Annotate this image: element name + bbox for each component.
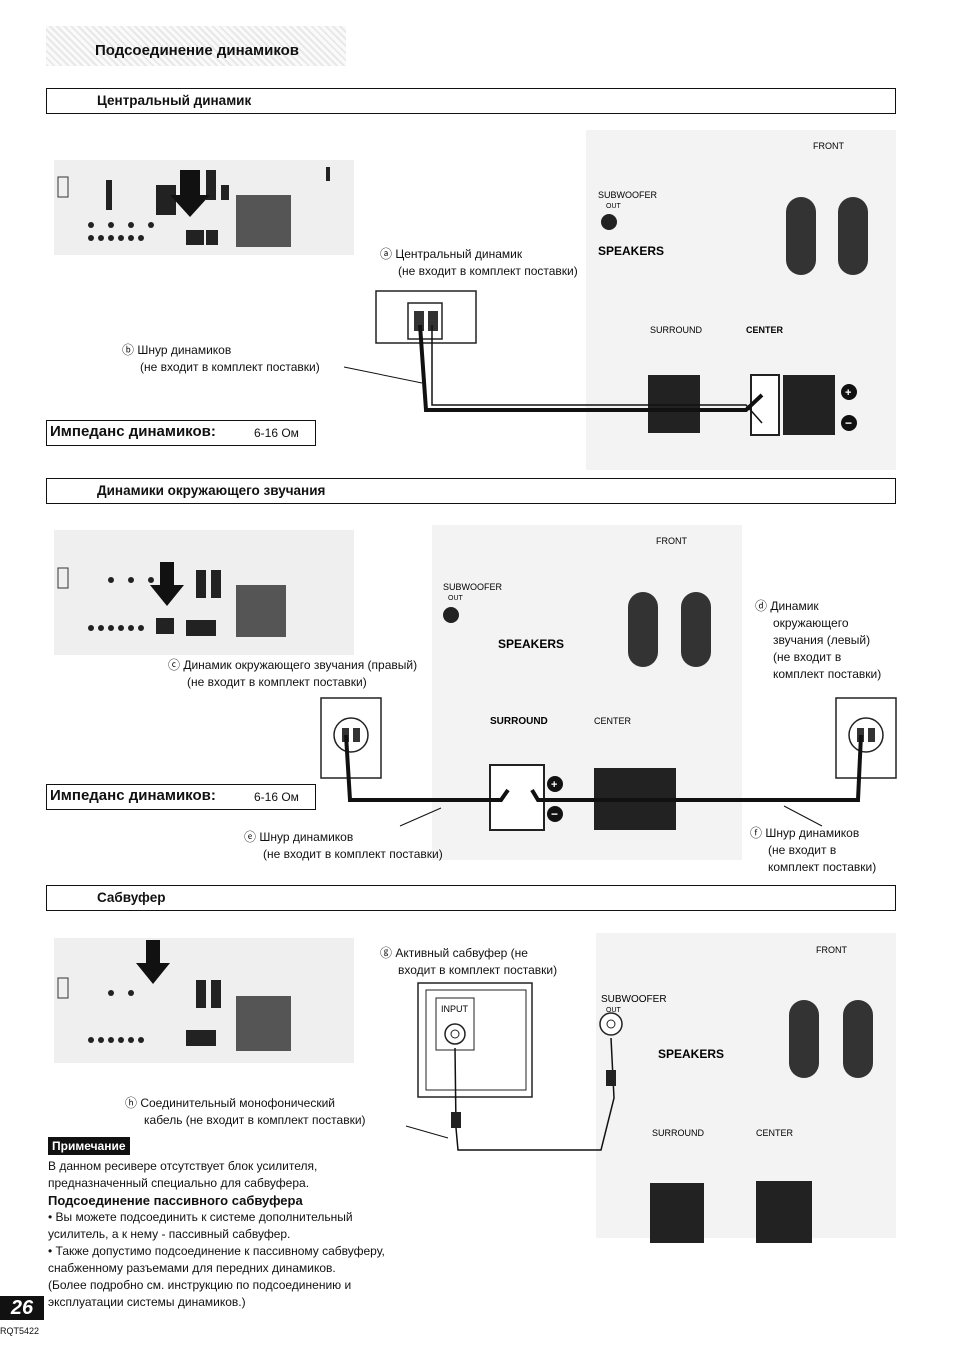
impedance-label: Импеданс динамиков: — [50, 423, 216, 440]
mono-cable-caption-1: ⓗ Соединительный монофонический — [125, 1096, 335, 1110]
surround-left-caption-1: ⓓ Динамик — [755, 599, 819, 613]
impedance-box-surround: Импеданс динамиков: 6-16 Ом — [46, 784, 316, 810]
svg-text:OUT: OUT — [448, 595, 464, 602]
speakers-label: SPEAKERS — [658, 1047, 724, 1061]
subwoofer-label: SUBWOOFER — [598, 190, 658, 200]
input-label: INPUT — [441, 1004, 469, 1014]
speaker-terminal-panel: FRONT SUBWOOFER OUT SPEAKERS SURROUND CE… — [432, 525, 742, 860]
center-speaker — [375, 290, 477, 344]
impedance-label: Импеданс динамиков: — [50, 787, 216, 804]
section-header-subwoofer: Сабвуфер — [46, 885, 896, 911]
surround-left-caption-5: комплект поставки) — [773, 667, 882, 681]
surround-label: SURROUND — [652, 1128, 705, 1138]
section-header-surround: Динамики окружающего звучания — [46, 478, 896, 504]
center-diagram: FRONT SUBWOOFER OUT SPEAKERS SURROUND CE… — [54, 130, 896, 470]
section-header-label: Динамики окружающего звучания — [97, 483, 326, 498]
speakers-label: SPEAKERS — [498, 637, 564, 651]
speaker-terminal-panel: FRONT SUBWOOFER OUT SPEAKERS SURROUND CE… — [596, 933, 896, 1243]
surround-cord-f-caption-1: ⓕ Шнур динамиков — [750, 826, 860, 840]
note-subheading: Подсоединение пассивного сабвуфера — [48, 1193, 303, 1208]
title-background — [46, 26, 346, 66]
front-label: FRONT — [656, 536, 687, 546]
speaker-terminal-panel: FRONT SUBWOOFER OUT SPEAKERS SURROUND CE… — [586, 130, 896, 470]
surround-cord-e-caption-1: ⓔ Шнур динамиков — [244, 830, 354, 844]
note-body: В данном ресивере отсутствует блок усили… — [48, 1158, 408, 1311]
subwoofer-label: SUBWOOFER — [601, 994, 667, 1005]
section-header-label: Сабвуфер — [97, 890, 166, 905]
active-subwoofer-caption-2: входит в комплект поставки) — [398, 963, 558, 977]
impedance-value: 6-16 Ом — [254, 790, 299, 804]
note-bullet-1: • Вы можете подсоединить к системе допол… — [48, 1210, 353, 1241]
active-subwoofer: INPUT — [417, 982, 533, 1098]
impedance-box-center: Импеданс динамиков: 6-16 Ом — [46, 420, 316, 446]
svg-text:+: + — [845, 387, 851, 399]
section-header-label: Центральный динамик — [97, 93, 252, 108]
surround-speaker-left — [835, 697, 897, 779]
page-title: Подсоединение динамиков — [95, 42, 300, 59]
center-cord-caption-2: (не входит в комплект поставки) — [140, 360, 320, 374]
center-label: CENTER — [594, 716, 632, 726]
surround-left-caption-4: (не входит в — [773, 650, 842, 664]
receiver-thumbnail — [54, 938, 354, 1063]
surround-speaker-right — [320, 697, 382, 779]
svg-text:OUT: OUT — [606, 203, 622, 210]
mono-cable-caption-2: кабель (не входит в комплект поставки) — [144, 1113, 366, 1127]
surround-cord-e-caption-2: (не входит в комплект поставки) — [263, 847, 443, 861]
active-subwoofer-caption-1: ⓖ Активный сабвуфер (не — [380, 946, 528, 960]
surround-label: SURROUND — [650, 325, 703, 335]
surround-label: SURROUND — [490, 716, 548, 727]
note-bullet-2: • Также допустимо подсоединение к пассив… — [48, 1244, 385, 1275]
subwoofer-label: SUBWOOFER — [443, 582, 503, 592]
surround-left-caption-3: звучания (левый) — [773, 633, 871, 647]
receiver-thumbnail — [54, 160, 354, 255]
front-label: FRONT — [816, 945, 847, 955]
surround-left-caption-2: окружающего — [773, 616, 849, 630]
svg-text:−: − — [845, 416, 852, 430]
receiver-thumbnail — [54, 530, 354, 655]
surround-right-caption-1: ⓒ Динамик окружающего звучания (правый) — [168, 658, 418, 672]
note-text: В данном ресивере отсутствует блок усили… — [48, 1159, 318, 1190]
svg-text:+: + — [551, 779, 557, 791]
surround-cord-f-caption-2: (не входит в — [768, 843, 837, 857]
speakers-label: SPEAKERS — [598, 244, 664, 258]
center-speaker-caption-2: (не входит в комплект поставки) — [398, 264, 578, 278]
note-more: (Более подробно см. инструкцию по подсое… — [48, 1278, 352, 1309]
svg-text:−: − — [551, 807, 558, 821]
front-label: FRONT — [813, 141, 844, 151]
surround-diagram: FRONT SUBWOOFER OUT SPEAKERS SURROUND CE… — [54, 525, 897, 860]
impedance-value: 6-16 Ом — [254, 426, 299, 440]
note-tag: Примечание — [48, 1137, 130, 1155]
center-label: CENTER — [746, 325, 784, 335]
svg-text:OUT: OUT — [606, 1007, 622, 1014]
center-cord-caption-1: ⓑ Шнур динамиков — [122, 343, 232, 357]
section-header-center: Центральный динамик — [46, 88, 896, 114]
center-label: CENTER — [756, 1128, 794, 1138]
center-speaker-caption-1: ⓐ Центральный динамик — [380, 247, 523, 261]
surround-cord-f-caption-3: комплект поставки) — [768, 860, 877, 874]
page-number: 26 — [0, 1296, 44, 1320]
document-code: RQT5422 — [0, 1326, 40, 1336]
surround-right-caption-2: (не входит в комплект поставки) — [187, 675, 367, 689]
subwoofer-diagram: FRONT SUBWOOFER OUT SPEAKERS SURROUND CE… — [54, 933, 896, 1243]
